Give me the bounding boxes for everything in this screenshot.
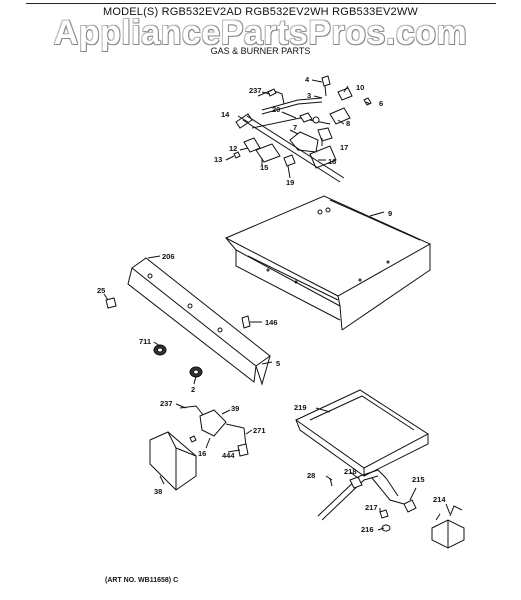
callout-15: 15 bbox=[260, 163, 268, 172]
callout-13: 13 bbox=[214, 155, 222, 164]
manifold-panel bbox=[105, 257, 271, 386]
art-number: (ART NO. WB11658) C bbox=[105, 577, 179, 584]
callout-16: 16 bbox=[198, 449, 206, 458]
callout-7: 7 bbox=[293, 123, 297, 132]
callout-39: 39 bbox=[231, 404, 239, 413]
burner-box bbox=[224, 195, 432, 331]
callout-444: 444 bbox=[222, 451, 235, 460]
callout-206: 206 bbox=[162, 252, 175, 261]
top-rule bbox=[26, 3, 496, 4]
leader-lines bbox=[103, 79, 451, 531]
callout-17: 17 bbox=[340, 143, 348, 152]
callout-18: 18 bbox=[328, 157, 336, 166]
callout-3: 3 bbox=[307, 91, 311, 100]
callout-6: 6 bbox=[379, 99, 383, 108]
callout-20: 20 bbox=[272, 105, 280, 114]
section-title: GAS & BURNER PARTS bbox=[210, 46, 311, 56]
callout-5: 5 bbox=[276, 359, 280, 368]
callout-215: 215 bbox=[412, 475, 425, 484]
callout-271: 271 bbox=[253, 426, 266, 435]
callout-10: 10 bbox=[356, 83, 364, 92]
burner-shield bbox=[295, 389, 429, 477]
callout-218: 218 bbox=[344, 467, 357, 476]
burner-tube-assembly bbox=[317, 469, 417, 532]
callout-9: 9 bbox=[388, 209, 392, 218]
callout-19: 19 bbox=[286, 178, 294, 187]
callout-146: 146 bbox=[265, 318, 278, 327]
callout-38: 38 bbox=[154, 487, 162, 496]
watermark-logo: AppliancePartsPros.com bbox=[53, 14, 468, 52]
callout-711: 711 bbox=[139, 337, 151, 346]
callout-25: 25 bbox=[97, 286, 105, 295]
callout-labels: 4 10 237 3 6 20 8 14 7 17 12 13 15 18 19… bbox=[97, 75, 446, 534]
callout-12: 12 bbox=[229, 144, 237, 153]
callout-216: 216 bbox=[361, 525, 374, 534]
callout-217: 217 bbox=[365, 503, 378, 512]
callout-28: 28 bbox=[307, 471, 315, 480]
igniter bbox=[431, 505, 465, 549]
model-numbers: MODEL(S) RGB532EV2AD RGB532EV2WH RGB533E… bbox=[102, 6, 419, 18]
callout-14: 14 bbox=[221, 110, 230, 119]
callout-2: 2 bbox=[191, 385, 195, 394]
callout-4: 4 bbox=[305, 75, 310, 84]
valve-assembly bbox=[149, 405, 249, 491]
callout-214: 214 bbox=[433, 495, 446, 504]
callout-219: 219 bbox=[294, 403, 307, 412]
callout-237-upper: 237 bbox=[249, 86, 262, 95]
callout-8: 8 bbox=[346, 119, 350, 128]
callout-237-lower: 237 bbox=[160, 399, 173, 408]
